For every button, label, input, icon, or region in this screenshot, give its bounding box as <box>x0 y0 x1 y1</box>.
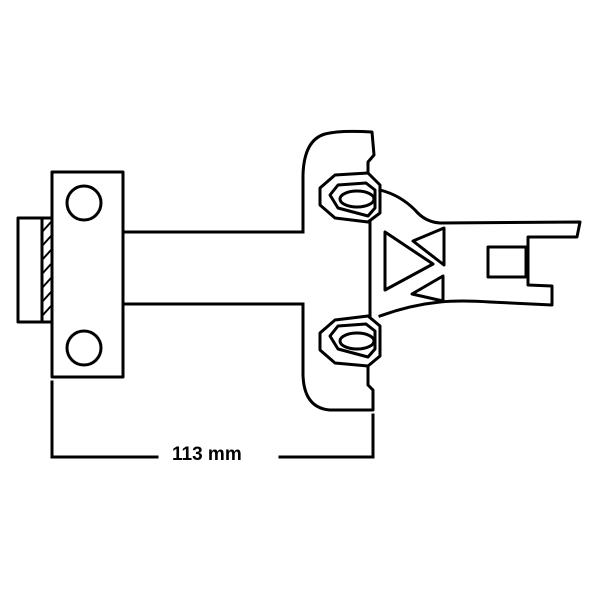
slot <box>486 245 528 279</box>
dimension-label: 113 mm <box>172 444 242 466</box>
housing <box>301 129 382 412</box>
hatching <box>41 221 52 317</box>
upper-boss <box>318 171 382 224</box>
mounting-plate <box>50 170 125 379</box>
arm <box>378 188 582 318</box>
lower-small-triangle <box>410 274 445 303</box>
dimension-113mm <box>50 380 375 459</box>
shaft <box>121 230 305 306</box>
upper-small-triangle <box>411 226 446 267</box>
lower-boss <box>318 314 382 368</box>
lower-hole <box>65 329 103 367</box>
spacer-block <box>16 216 54 324</box>
large-triangle <box>383 230 435 292</box>
upper-hole <box>65 184 103 222</box>
